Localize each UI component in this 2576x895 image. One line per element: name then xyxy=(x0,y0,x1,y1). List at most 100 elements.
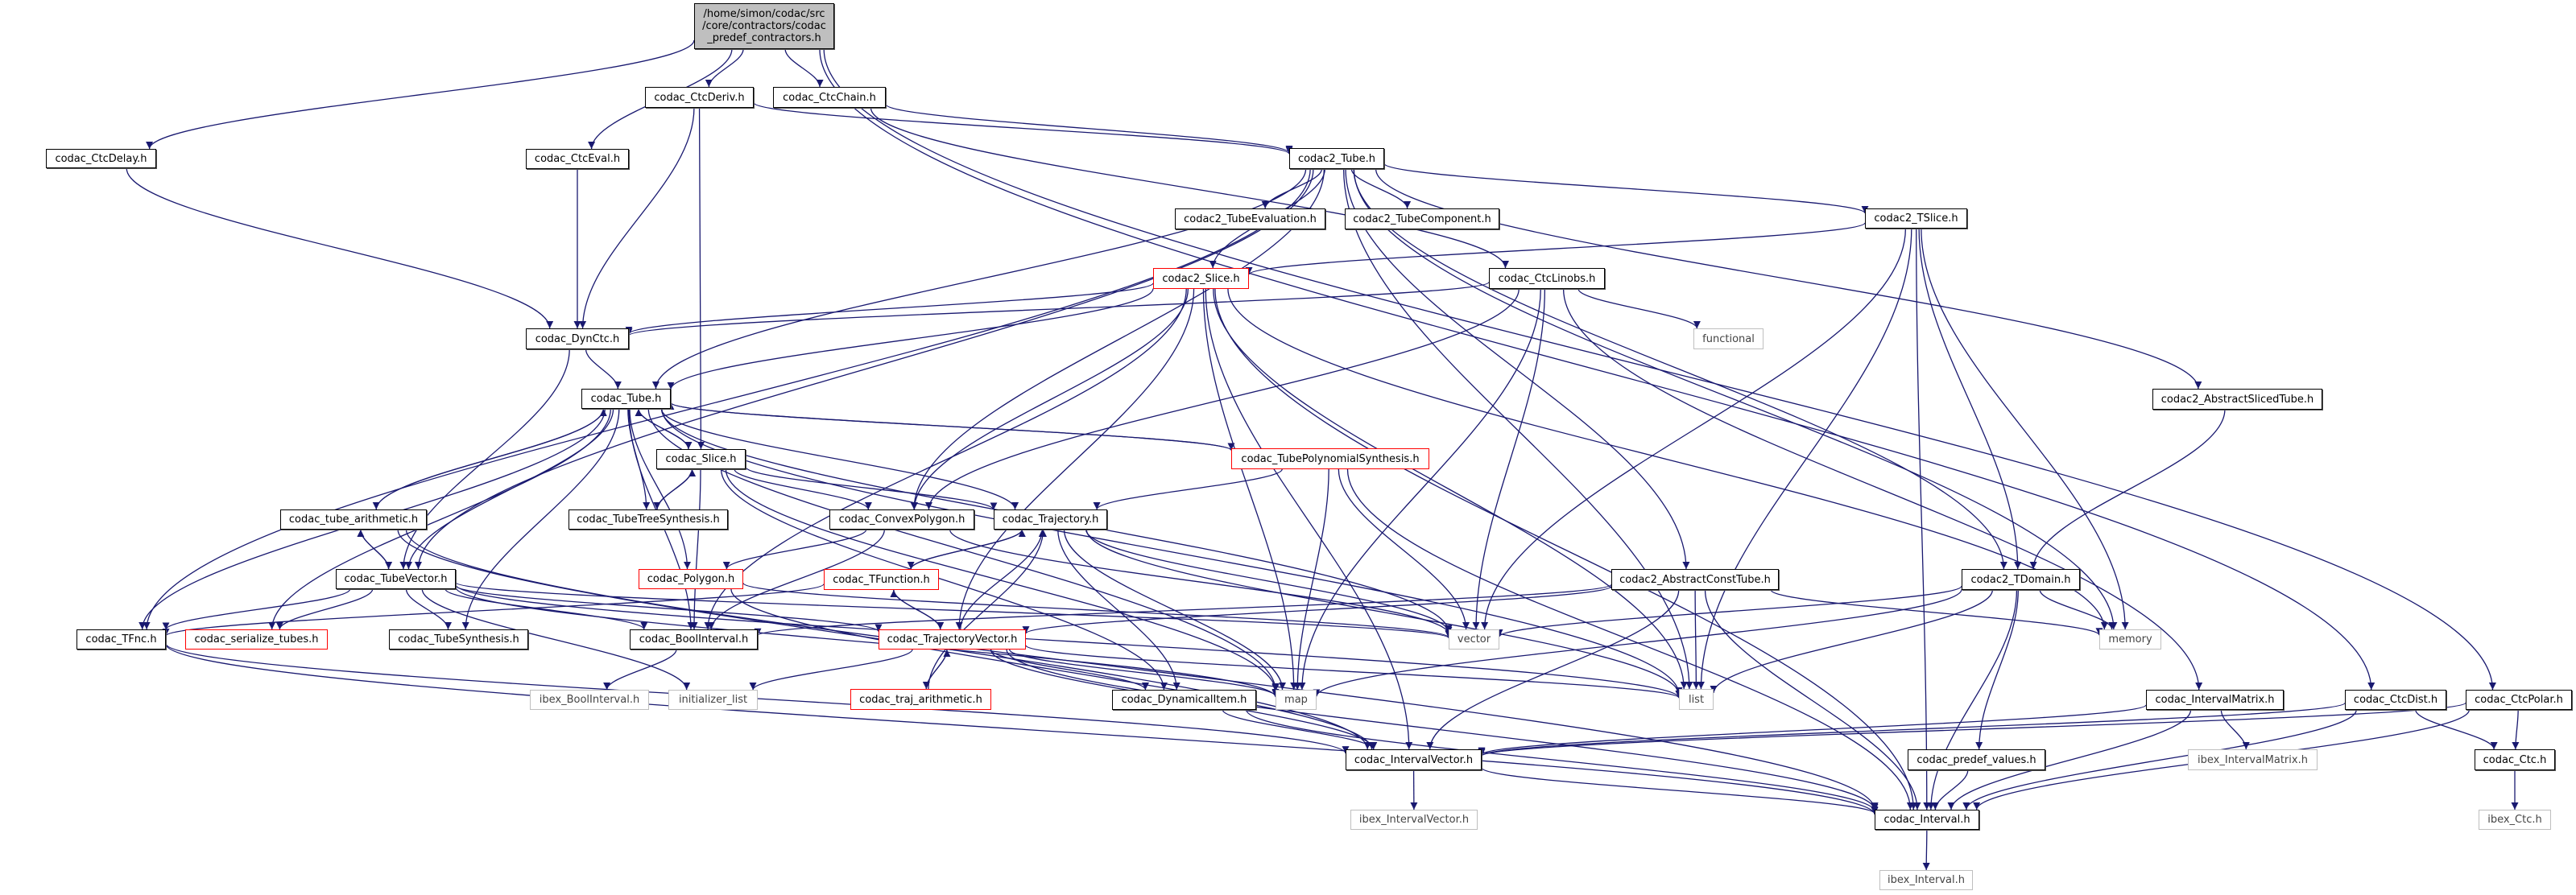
edge-TubeVector-to-initializer_list xyxy=(421,588,691,691)
node-label: codac_tube_arithmetic.h xyxy=(288,513,419,526)
edge-Tube-to-list xyxy=(661,408,1683,695)
edge-c2AbstractConstTube-to-list xyxy=(1692,589,1700,690)
graph-node-c2tubeevaluation[interactable]: codac2_TubeEvaluation.h xyxy=(1175,208,1325,229)
graph-node-tfnc[interactable]: codac_TFnc.h xyxy=(76,629,166,650)
graph-node-list[interactable]: list xyxy=(1679,689,1714,710)
edge-Polygon-to-IntervalVector xyxy=(730,588,1375,750)
node-label: codac_TFunction.h xyxy=(833,573,930,586)
edge-TubePolynomialSynthesis-to-Tube xyxy=(667,402,1232,452)
graph-node-c2abstractslicedtube[interactable]: codac2_AbstractSlicedTube.h xyxy=(2152,389,2322,410)
graph-node-tubesynthesis[interactable]: codac_TubeSynthesis.h xyxy=(389,629,528,650)
edge-traj_arithmetic-to-TrajectoryVector xyxy=(925,649,951,690)
graph-node-predef-values[interactable]: codac_predef_values.h xyxy=(1908,749,2045,770)
graph-node-root[interactable]: /home/simon/codac/src /core/contractors/… xyxy=(694,3,834,49)
edge-c2Slice-to-Tube xyxy=(667,288,1154,390)
graph-node-ctceval[interactable]: codac_CtcEval.h xyxy=(526,149,629,169)
graph-node-map[interactable]: map xyxy=(1276,690,1317,710)
edge-IntervalMatrix-to-IntervalVector xyxy=(1478,704,2147,756)
graph-node-c2tdomain[interactable]: codac2_TDomain.h xyxy=(1962,569,2080,590)
graph-node-c2slice[interactable]: codac2_Slice.h xyxy=(1153,268,1249,289)
edge-TubeVector-to-map xyxy=(455,587,1280,698)
edge-root-to-CtcDelay xyxy=(146,39,695,150)
graph-node-ctcdist[interactable]: codac_CtcDist.h xyxy=(2345,690,2446,710)
node-label: codac_DynCtc.h xyxy=(535,332,620,345)
edge-c2Tube-to-c2AbstractSlicedTube xyxy=(1375,168,2202,390)
edge-c2Tube-to-memory xyxy=(1353,168,2118,630)
edge-c2AbstractConstTube-to-IntervalVector xyxy=(1426,589,1680,750)
edge-c2Slice-to-list xyxy=(1213,288,1688,690)
edge-CtcLinobs-to-functional xyxy=(1577,288,1701,329)
graph-node-slice[interactable]: codac_Slice.h xyxy=(656,449,746,469)
graph-node-boolinterval[interactable]: codac_BoolInterval.h xyxy=(630,629,758,650)
graph-node-ibex-interval[interactable]: ibex_Interval.h xyxy=(1879,870,1973,890)
edge-CtcPolar-to-Ctc xyxy=(2512,709,2520,750)
graph-node-tubepolynomialsynthesis[interactable]: codac_TubePolynomialSynthesis.h xyxy=(1231,448,1429,469)
edge-c2AbstractConstTube-to-BoolInterval xyxy=(754,584,1612,637)
graph-node-c2tubecomponent[interactable]: codac2_TubeComponent.h xyxy=(1345,208,1499,229)
node-label: vector xyxy=(1457,633,1491,645)
graph-node-tube[interactable]: codac_Tube.h xyxy=(581,389,671,409)
graph-node-tube-arithmetic[interactable]: codac_tube_arithmetic.h xyxy=(280,509,427,530)
graph-node-ctcdelay[interactable]: codac_CtcDelay.h xyxy=(46,149,156,168)
node-label: /home/simon/codac/src /core/contractors/… xyxy=(702,8,826,44)
graph-node-ctcchain[interactable]: codac_CtcChain.h xyxy=(773,87,886,108)
edge-c2AbstractConstTube-to-memory xyxy=(1770,589,2103,636)
edge-c2Tube-to-Tube xyxy=(652,168,1307,390)
node-label: codac2_TDomain.h xyxy=(1970,573,2071,586)
node-label: codac2_Slice.h xyxy=(1162,272,1240,285)
graph-node-tfunction[interactable]: codac_TFunction.h xyxy=(824,569,939,590)
edge-TrajectoryVector-to-TFunction xyxy=(890,589,941,630)
edge-TubeTreeSynthesis-to-Slice xyxy=(656,468,697,510)
graph-node-c2abstractconsttube[interactable]: codac2_AbstractConstTube.h xyxy=(1611,569,1779,590)
graph-node-trajectory[interactable]: codac_Trajectory.h xyxy=(994,509,1107,530)
edge-c2Tube-to-TFnc xyxy=(143,168,1311,630)
graph-node-tubevector[interactable]: codac_TubeVector.h xyxy=(336,569,456,589)
graph-node-intervalmatrix[interactable]: codac_IntervalMatrix.h xyxy=(2146,690,2284,710)
graph-node-ctc[interactable]: codac_Ctc.h xyxy=(2475,749,2555,770)
graph-node-ibex-intervalvector[interactable]: ibex_IntervalVector.h xyxy=(1350,810,1478,830)
node-label: codac_traj_arithmetic.h xyxy=(859,693,982,706)
graph-node-convexpolygon[interactable]: codac_ConvexPolygon.h xyxy=(829,509,974,530)
graph-node-ctclinobs[interactable]: codac_CtcLinobs.h xyxy=(1489,268,1605,289)
node-label: functional xyxy=(1702,332,1755,345)
graph-node-dynctc[interactable]: codac_DynCtc.h xyxy=(526,328,629,349)
edge-CtcLinobs-to-ConvexPolygon xyxy=(924,288,1520,510)
graph-node-intervalvector[interactable]: codac_IntervalVector.h xyxy=(1346,749,1482,770)
edge-c2Tube-to-c2TubeEvaluation xyxy=(1261,168,1323,209)
graph-node-ibex-intervalmatrix[interactable]: ibex_IntervalMatrix.h xyxy=(2188,749,2318,770)
graph-node-dynamicalitem[interactable]: codac_DynamicalItem.h xyxy=(1112,690,1256,710)
edge-TubePolynomialSynthesis-to-Interval xyxy=(1346,468,1914,810)
node-label: codac_CtcPolar.h xyxy=(2475,694,2563,706)
graph-node-ctcpolar[interactable]: codac_CtcPolar.h xyxy=(2466,690,2572,710)
graph-node-vector[interactable]: vector xyxy=(1449,629,1499,650)
graph-node-interval[interactable]: codac_Interval.h xyxy=(1875,810,1979,830)
graph-node-tubetreesynthesis[interactable]: codac_TubeTreeSynthesis.h xyxy=(569,509,728,530)
edge-Slice-to-DynamicalItem xyxy=(720,468,1168,691)
graph-node-memory[interactable]: memory xyxy=(2099,629,2161,650)
node-label: codac_TubeSynthesis.h xyxy=(398,633,519,645)
edge-CtcDist-to-IntervalVector xyxy=(1478,702,2346,757)
graph-node-ctcderiv[interactable]: codac_CtcDeriv.h xyxy=(645,87,754,108)
graph-node-serialize-tubes[interactable]: codac_serialize_tubes.h xyxy=(185,629,328,650)
graph-node-c2tslice[interactable]: codac2_TSlice.h xyxy=(1865,208,1967,229)
edge-DynCtc-to-Tube xyxy=(585,349,622,390)
edge-Polygon-to-vector xyxy=(742,582,1453,638)
node-label: codac_ConvexPolygon.h xyxy=(838,513,965,526)
edge-c2TSlice-to-c2Slice xyxy=(1245,222,1866,275)
edge-c2TDomain-to-vector xyxy=(1495,585,1962,637)
graph-node-traj-arithmetic[interactable]: codac_traj_arithmetic.h xyxy=(850,689,991,710)
graph-node-polygon[interactable]: codac_Polygon.h xyxy=(639,569,743,589)
graph-node-trajectoryvector[interactable]: codac_TrajectoryVector.h xyxy=(879,629,1026,650)
graph-node-initializer-list[interactable]: initializer_list xyxy=(668,690,758,710)
node-label: codac_TubePolynomialSynthesis.h xyxy=(1241,452,1420,465)
edge-TubeVector-to-vector xyxy=(455,582,1453,639)
edge-CtcDeriv-to-c2Tube xyxy=(753,101,1293,155)
graph-node-c2tube[interactable]: codac2_Tube.h xyxy=(1289,148,1384,169)
edge-root-to-CtcDist xyxy=(819,48,2375,691)
node-label: ibex_Interval.h xyxy=(1888,874,1965,886)
graph-node-ibex-ctc[interactable]: ibex_Ctc.h xyxy=(2479,810,2551,830)
edge-DynamicalItem-to-IntervalVector xyxy=(1222,709,1378,750)
graph-node-functional[interactable]: functional xyxy=(1693,328,1764,349)
graph-node-ibex-boolinterval[interactable]: ibex_BoolInterval.h xyxy=(530,690,649,710)
